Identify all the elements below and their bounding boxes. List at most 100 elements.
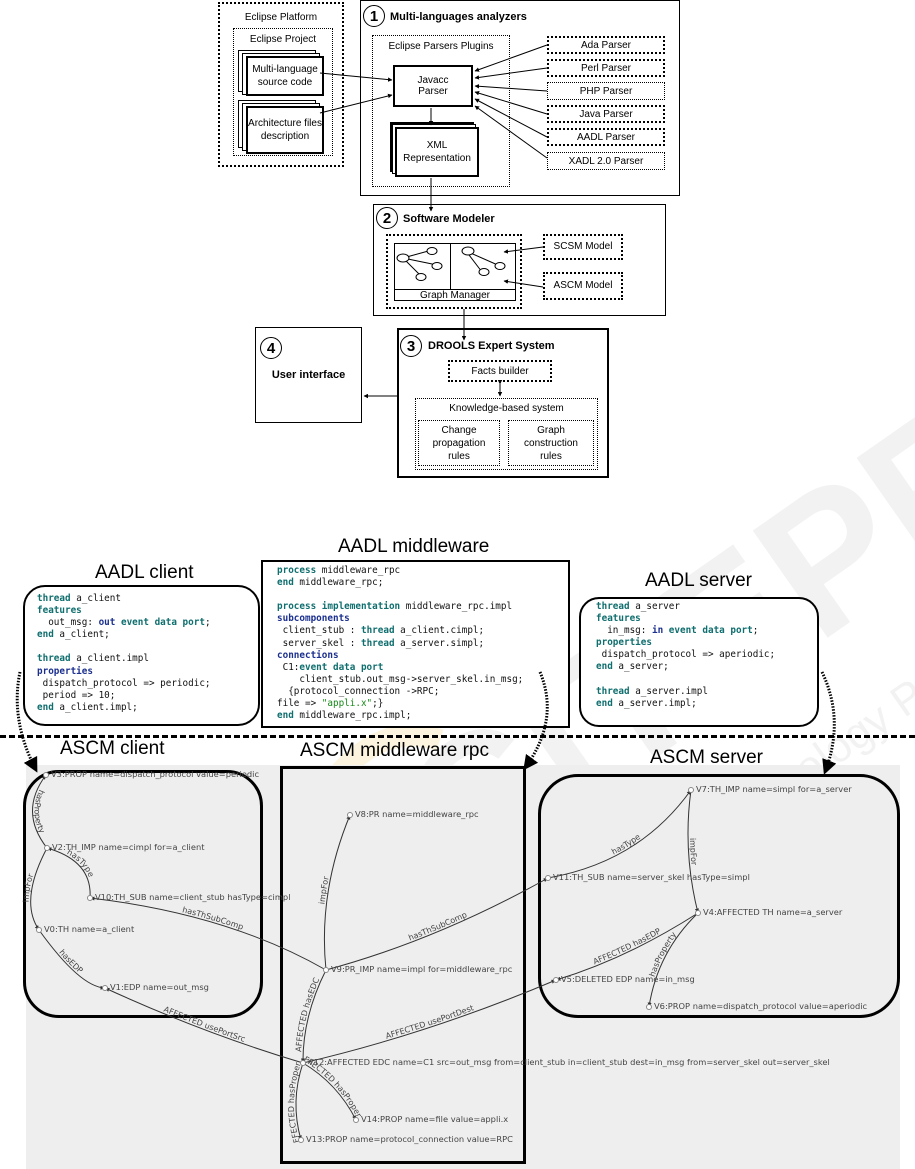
code-line: C1:event data port [277, 662, 523, 674]
graph-node-v10[interactable] [87, 895, 93, 901]
javacc-parser-box: Javacc Parser [393, 65, 473, 107]
graph-node-v2[interactable] [44, 845, 50, 851]
graph-node-v1[interactable] [102, 985, 108, 991]
arrow-aadl [474, 98, 548, 138]
graph-node-label: V6:PROP name=dispatch_protocol value=ape… [654, 1001, 868, 1011]
graph-node-v13[interactable] [298, 1137, 304, 1143]
graph-edge [547, 789, 692, 879]
code-keyword: features [596, 613, 641, 625]
code-keyword: end [277, 710, 294, 722]
code-line: thread a_server.impl [596, 686, 775, 698]
module3-number: 3 [400, 335, 422, 357]
code-keyword: event data port [668, 625, 753, 637]
graph-node-v5[interactable] [553, 977, 559, 983]
code-line: end a_client; [37, 629, 211, 641]
architecture-files-stack: Architecture files description [238, 100, 328, 154]
code-text: a_server.impl; [612, 697, 697, 709]
code-line: features [37, 605, 211, 617]
graph-node-label: V13:PROP name=protocol_connection value=… [306, 1134, 513, 1144]
graph-edge [647, 912, 699, 1008]
kbs-box [415, 398, 598, 470]
graph-edge-label: hasThSubComp [181, 905, 244, 931]
code-keyword: subcomponents [277, 613, 350, 625]
module2-title: Software Modeler [403, 213, 495, 225]
graph-node-v7[interactable] [688, 787, 694, 793]
code-text: client_stub : [277, 625, 361, 637]
code-keyword: event data port [120, 617, 205, 629]
module1-title: Multi-languages analyzers [390, 11, 527, 23]
parser-aadl: AADL Parser [547, 128, 665, 146]
graph-node-label: V1:EDP name=out_msg [110, 982, 209, 992]
code-text: a_server.simpl; [394, 637, 485, 649]
code-keyword: end [37, 701, 54, 713]
code-keyword: thread [37, 653, 71, 665]
graph-edge [104, 987, 304, 1064]
graph-edge-label: AFFECTED hasProperty [0, 0, 364, 1119]
graph-node-v11[interactable] [545, 875, 551, 881]
code-text: a_server.impl [629, 685, 708, 697]
code-keyword: thread [596, 685, 630, 697]
code-text: dispatch_protocol => aperiodic; [596, 649, 776, 661]
graph-node-v8[interactable] [347, 812, 353, 818]
code-text: middleware_rpc [316, 565, 401, 576]
graph-node-v0[interactable] [36, 927, 42, 933]
code-text: client_stub.out_msg->server_skel.in_msg; [277, 673, 524, 685]
aadl-middleware-box [261, 560, 570, 728]
code-text: a_client.impl [70, 653, 149, 665]
code-keyword: "appli.x" [321, 698, 373, 710]
graph-node-label: V3:PROP name=dispatch_protocol value=per… [51, 769, 260, 779]
code-text: middleware_rpc; [293, 577, 384, 589]
change-propagation-rules-box: Change propagation rules [418, 420, 500, 466]
source-code-file: Multi-language source code [246, 56, 324, 96]
code-text: a_client [70, 593, 121, 604]
ascm-model-box: ASCM Model [543, 272, 623, 300]
code-line: features [596, 613, 775, 625]
code-keyword: end [37, 629, 54, 641]
code-line: end a_server.impl; [596, 698, 775, 710]
code-line: period => 10; [37, 690, 211, 702]
graph-node-v6[interactable] [646, 1004, 652, 1010]
code-line: client_stub : thread a_client.cimpl; [277, 625, 523, 637]
transform-arrow-server [820, 671, 837, 775]
code-line: properties [596, 637, 775, 649]
module4-number: 4 [260, 337, 282, 359]
graph-node-v3[interactable] [43, 772, 49, 778]
graph-edge-label: AFFECTED usePortSrc [162, 1005, 246, 1044]
graph-node-label: V0:TH name=a_client [44, 924, 135, 934]
section-separator [0, 735, 915, 738]
graph-node-v14[interactable] [353, 1117, 359, 1123]
ascm-middleware-title: ASCM middleware rpc [300, 740, 489, 761]
arrow-source-to-javacc [319, 72, 393, 82]
code-line: properties [37, 666, 211, 678]
module1-box [360, 0, 680, 196]
graph-node-v9[interactable] [323, 967, 329, 973]
arrow-xadl [474, 105, 548, 159]
ascm-client-box [23, 770, 263, 1018]
graph-edge [323, 814, 351, 971]
code-keyword: thread [360, 637, 395, 649]
code-keyword: properties [596, 637, 652, 649]
graph-edge-label: impFor [688, 838, 699, 866]
aadl-client-title: AADL client [95, 562, 194, 583]
module4-title: User interface [271, 369, 346, 381]
module2-box [373, 204, 666, 316]
graph-node-label: V10:TH_SUB name=client_stub hasType=cimp… [95, 892, 291, 902]
code-line: end middleware_rpc; [277, 577, 523, 589]
code-keyword: process implementation [277, 601, 401, 613]
graph-node-v4[interactable] [695, 910, 701, 916]
graph-node-v12[interactable] [300, 1060, 306, 1066]
graph-edge-label: AFFECTED usePortDest [384, 1003, 474, 1040]
ascm-client-title: ASCM client [60, 738, 165, 759]
code-line: dispatch_protocol => periodic; [37, 678, 211, 690]
graph-edge-label: hasThSubComp [407, 910, 468, 942]
architecture-files-description: Architecture files description [246, 106, 324, 154]
arrow-scsm [503, 246, 544, 254]
code-line: end middleware_rpc.impl; [277, 710, 523, 722]
ascm-middleware-box [280, 766, 526, 1164]
graph-node-label: V12:AFFECTED EDC name=C1 src=out_msg fro… [308, 1057, 830, 1067]
graph-edge-label: impFor [22, 872, 36, 902]
code-text: middleware_rpc.impl; [293, 710, 412, 722]
graph-node-label: V2:TH_IMP name=cimpl for=a_client [52, 842, 205, 852]
